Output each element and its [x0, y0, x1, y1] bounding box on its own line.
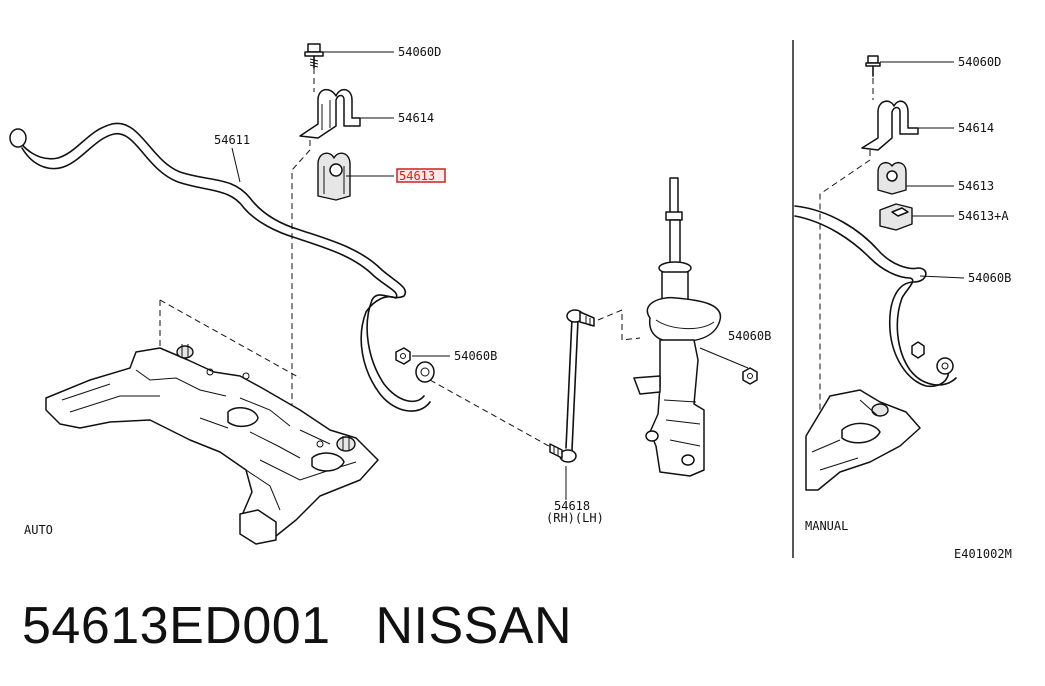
label-54060b-strut: 54060B [728, 329, 771, 343]
bushing-a-icon [879, 203, 913, 231]
label-link-side: (RH)(LH) [546, 511, 604, 525]
label-54060d-auto: 54060D [398, 45, 441, 59]
stabilizer-bar [9, 122, 435, 412]
clamp-icon [861, 100, 919, 151]
label-54060b-bar: 54060B [454, 349, 497, 363]
label-54060b-manual: 54060B [968, 271, 1011, 285]
label-manual: MANUAL [805, 519, 848, 533]
parts-diagram: 54060D 54614 54613 54611 54060B 54060B 5… [9, 40, 1012, 561]
label-54613-manual: 54613 [958, 179, 994, 193]
label-54611: 54611 [214, 133, 250, 147]
subframe [45, 344, 379, 545]
label-54618: 54618 [554, 499, 590, 513]
bushing-icon [877, 161, 907, 195]
leader-lines [231, 51, 965, 500]
bolt-icon [865, 55, 881, 77]
label-54614-manual: 54614 [958, 121, 994, 135]
label-54613-highlighted[interactable]: 54613 [399, 169, 435, 183]
nut-icon [911, 341, 925, 359]
label-ref-code: E401002M [954, 547, 1012, 561]
bushing-icon [317, 152, 351, 201]
subframe-manual [805, 389, 921, 491]
stabilizer-link [549, 309, 595, 463]
strut-assembly [633, 177, 722, 477]
label-auto: AUTO [24, 523, 53, 537]
clamp-icon [299, 88, 361, 139]
nut-icon [742, 367, 758, 385]
stabilizer-bar-manual [794, 205, 957, 388]
label-54613a-manual: 54613+A [958, 209, 1009, 223]
label-54614-auto: 54614 [398, 111, 434, 125]
label-54060d-manual: 54060D [958, 55, 1001, 69]
highlight-box [396, 168, 446, 183]
nut-icon [395, 347, 411, 365]
bolt-icon [304, 43, 324, 69]
part-caption: 54613ED001 NISSAN [22, 597, 573, 655]
